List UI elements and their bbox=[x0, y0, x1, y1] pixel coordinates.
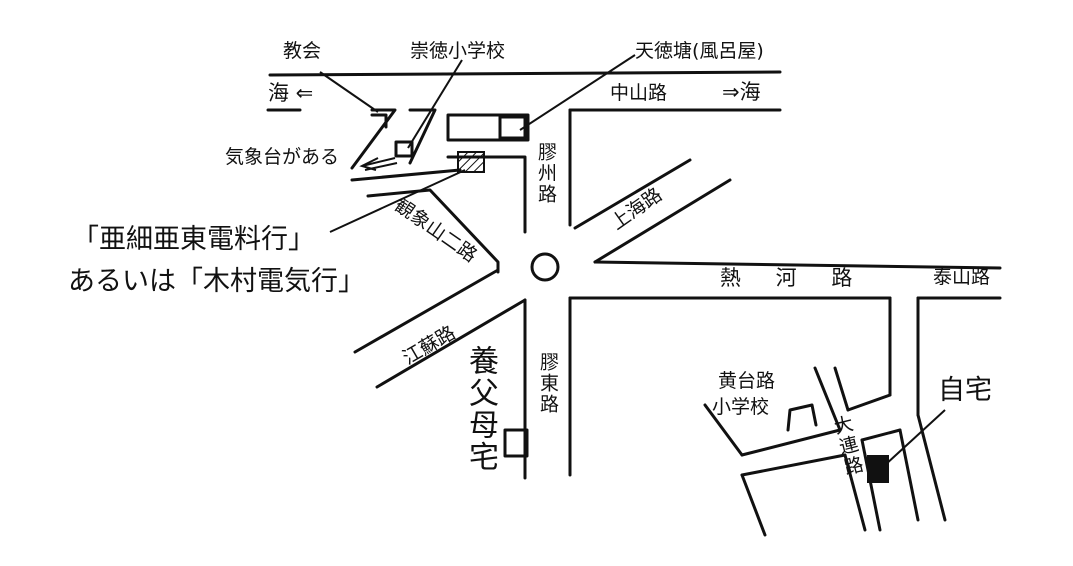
foster-parents-house bbox=[503, 428, 529, 458]
sea-right-label: ⇒海 bbox=[722, 80, 761, 104]
leader-shop bbox=[329, 169, 466, 233]
road-bottom-left-vert bbox=[740, 473, 767, 537]
home-label: 自宅 bbox=[938, 375, 992, 406]
shop-alt-label: あるいは「木村電気行」 bbox=[68, 266, 365, 297]
road-top-upper-edge bbox=[268, 70, 782, 77]
jiaodong-road-label: 膠東路 bbox=[537, 352, 559, 415]
block-school-wedge bbox=[408, 108, 437, 165]
road-shanghai-upper bbox=[573, 158, 692, 230]
church-label: 教会 bbox=[283, 40, 322, 62]
taishan-road-label: 泰山路 bbox=[933, 266, 991, 288]
leader-school bbox=[407, 59, 463, 149]
road-jiangsu-lower bbox=[375, 298, 527, 389]
huangtai-school-label-line2: 小学校 bbox=[712, 396, 770, 418]
road-huangtai-upper-right bbox=[846, 393, 892, 412]
bathhouse-label: 天徳塘(風呂屋) bbox=[635, 40, 764, 62]
road-right-lower bbox=[916, 413, 947, 522]
sea-left-label: 海 ⇐ bbox=[268, 81, 314, 105]
block-bathhouse bbox=[446, 113, 530, 142]
jiaozhou-road-label: 膠州路 bbox=[535, 142, 557, 205]
huangtai-school-block bbox=[786, 403, 818, 432]
road-guanxiang-lower bbox=[366, 188, 500, 274]
huangtai-school-label-line1: 黄台路 bbox=[718, 370, 776, 392]
road-block-right bbox=[898, 428, 920, 522]
leader-home bbox=[883, 409, 946, 467]
road-huangtai-lower bbox=[740, 428, 842, 457]
foster-parents-home-label: 養父母宅 bbox=[463, 345, 498, 473]
home-marker bbox=[867, 455, 889, 483]
weather-station-arrow-icon bbox=[359, 157, 398, 171]
bathhouse-marker bbox=[498, 115, 527, 140]
roundabout bbox=[530, 252, 560, 282]
leader-church bbox=[319, 71, 379, 113]
rehe-road-label: 熱 河 路 bbox=[720, 266, 867, 290]
leader-bathhouse bbox=[519, 54, 636, 131]
road-block-upper-right bbox=[860, 428, 902, 442]
road-jiangsu-upper bbox=[353, 268, 500, 354]
road-dalian-left-lower bbox=[843, 453, 867, 532]
road-guanxiang-upper bbox=[350, 168, 462, 182]
church-marker bbox=[370, 113, 388, 129]
road-dalian-right-upper bbox=[833, 366, 850, 412]
school-chongde-label: 崇徳小学校 bbox=[410, 40, 506, 62]
road-rehe-upper bbox=[593, 260, 1002, 270]
road-shanghai-lower bbox=[593, 178, 732, 264]
road-dalian-left-upper bbox=[813, 366, 842, 432]
shop-marker bbox=[457, 151, 485, 173]
zhongshan-road-label: 中山路 bbox=[610, 82, 668, 104]
block-church-corner bbox=[350, 108, 397, 170]
weather-station-label: 気象台がある bbox=[225, 146, 340, 168]
road-huangtai-upper bbox=[703, 403, 744, 457]
school-marker bbox=[394, 140, 414, 158]
shop-names-label: 「亜細亜東電料行」 bbox=[72, 224, 315, 255]
road-bottom-left-upper bbox=[740, 453, 847, 477]
road-dalian-right-lower bbox=[860, 438, 882, 532]
